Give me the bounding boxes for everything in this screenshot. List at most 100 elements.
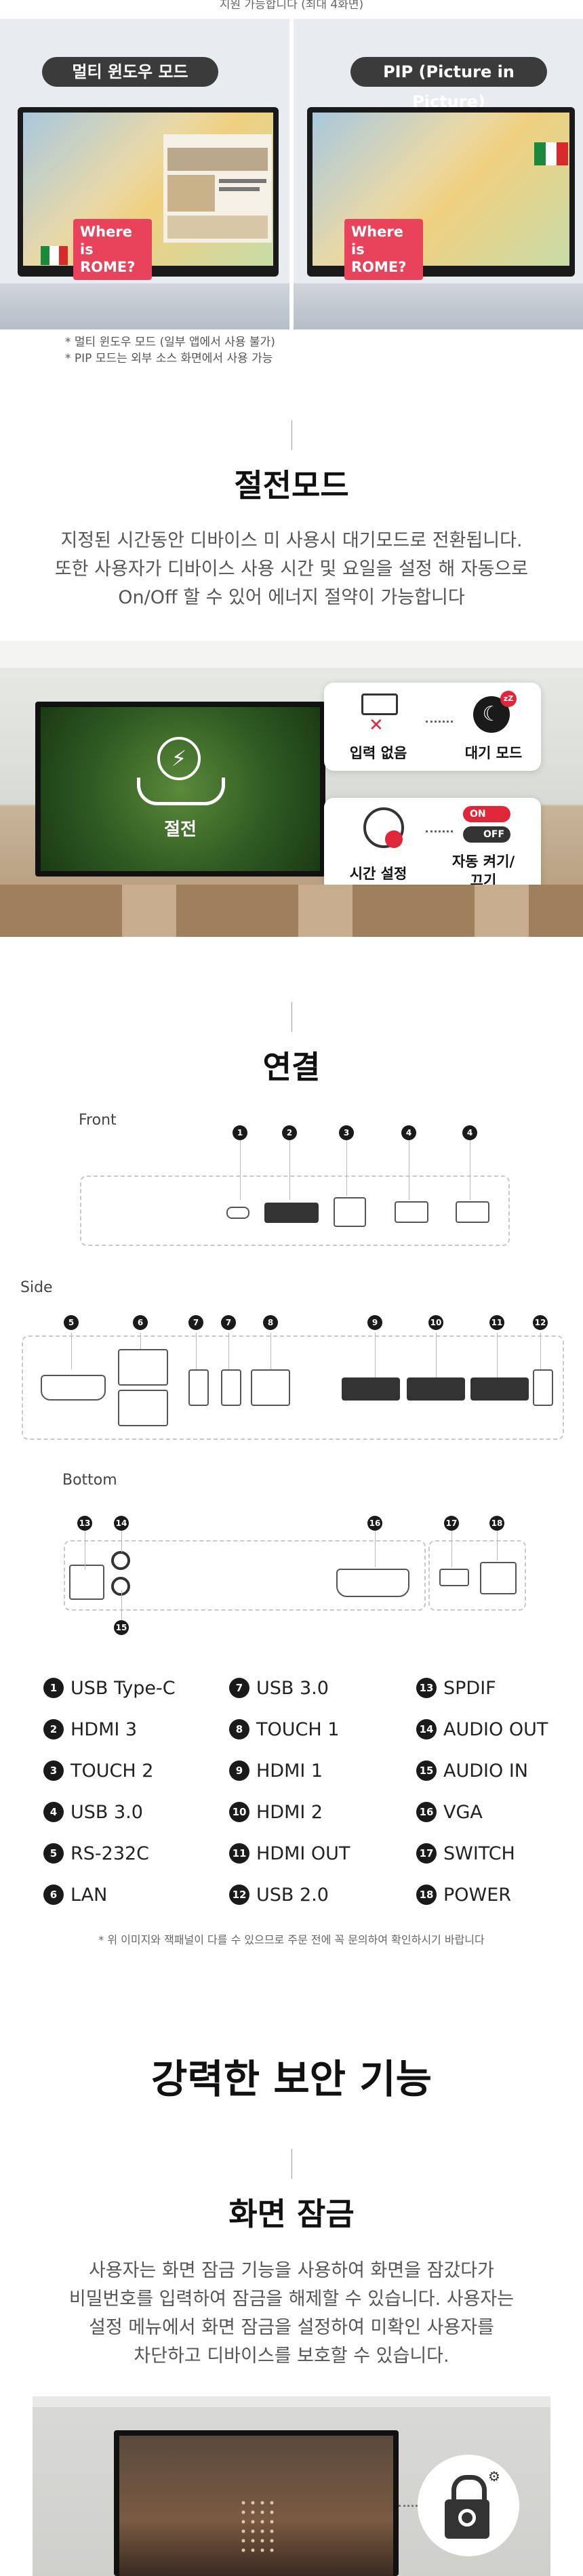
off-label: OFF bbox=[483, 829, 505, 840]
legend-label: TOUCH 2 bbox=[71, 1760, 154, 1782]
tv-frame: Where is ROME? bbox=[18, 107, 279, 280]
usb-a-port bbox=[395, 1201, 428, 1223]
legend-item: 12 USB 2.0 bbox=[229, 1881, 371, 1908]
connection-note: * 위 이미지와 잭패널이 다를 수 있으므로 주문 전에 꼭 문의하여 확인하… bbox=[98, 1933, 485, 1946]
legend-label: USB 3.0 bbox=[256, 1677, 329, 1699]
zz-badge-icon: zZ bbox=[500, 691, 517, 707]
multiwindow-note-2: * PIP 모드는 외부 소스 화면에서 사용 가능 bbox=[65, 352, 273, 365]
legend-number: 9 bbox=[229, 1760, 249, 1781]
screen-lock-desc-1: 사용자는 화면 잠금 기능을 사용하여 화면을 잠갔다가 bbox=[89, 2260, 494, 2281]
port-number: 7 bbox=[188, 1315, 203, 1330]
gear-icon bbox=[385, 830, 403, 848]
hands-icon bbox=[137, 778, 225, 805]
port-number: 1 bbox=[233, 1125, 247, 1140]
legend-item: 9 HDMI 1 bbox=[229, 1757, 371, 1784]
port-number: 17 bbox=[444, 1516, 459, 1531]
screen-lock-image: ⚙ bbox=[33, 2396, 550, 2576]
leader-line bbox=[346, 1139, 347, 1196]
legend-number: 15 bbox=[416, 1760, 437, 1781]
side-window bbox=[163, 134, 272, 243]
no-input-icon bbox=[361, 693, 398, 715]
desks bbox=[294, 283, 583, 329]
rs232c-port bbox=[41, 1375, 106, 1401]
legend-number: 11 bbox=[229, 1843, 249, 1864]
ceiling bbox=[0, 641, 583, 668]
pip-image: PIP (Picture in Picture) Where is ROME? bbox=[294, 19, 583, 329]
legend-number: 12 bbox=[229, 1885, 249, 1905]
classroom-image: ⚡ 절전 ✕ 입력 없음 ☾ zZ 대기 모드 시간 설정 ON OFF 자동 … bbox=[0, 641, 583, 937]
legend-label: LAN bbox=[71, 1884, 108, 1906]
leader-line bbox=[289, 1139, 290, 1200]
no-input-label: 입력 없음 bbox=[349, 745, 407, 761]
lan-port bbox=[118, 1390, 168, 1426]
port-number: 12 bbox=[533, 1315, 548, 1330]
port-number: 13 bbox=[77, 1516, 92, 1531]
legend-label: USB 2.0 bbox=[256, 1884, 329, 1906]
usb-a-port bbox=[456, 1201, 489, 1223]
legend-label: TOUCH 1 bbox=[256, 1718, 340, 1740]
legend-label: HDMI 3 bbox=[71, 1718, 138, 1740]
legend-label: HDMI OUT bbox=[256, 1843, 350, 1864]
power-saving-desc-3: On/Off 할 수 있어 에너지 절약이 가능합니다 bbox=[118, 587, 465, 608]
front-label: Front bbox=[79, 1112, 117, 1129]
gear-icon: ⚙ bbox=[488, 2468, 500, 2484]
legend-label: USB Type-C bbox=[71, 1677, 176, 1699]
legend-label: SPDIF bbox=[443, 1677, 496, 1699]
where-label: Where is ROME? bbox=[73, 219, 152, 280]
side-label: Side bbox=[20, 1279, 53, 1296]
screen-lock-desc-3: 설정 메뉴에서 화면 잠금을 설정하여 미확인 사용자를 bbox=[89, 2317, 494, 2338]
usb-a-port bbox=[221, 1369, 241, 1406]
leader-line bbox=[121, 1590, 122, 1620]
screen-lock-desc-4: 차단하고 디바이스를 보호할 수 있습니다. bbox=[134, 2346, 449, 2367]
port-number: 7 bbox=[221, 1315, 236, 1330]
power-panel bbox=[428, 1540, 526, 1611]
hdmi-port bbox=[342, 1377, 400, 1401]
connector-dots bbox=[426, 721, 453, 723]
connector-dots bbox=[399, 2505, 418, 2507]
leader-line bbox=[240, 1139, 241, 1200]
port-number: 2 bbox=[282, 1125, 297, 1140]
bottom-panel bbox=[64, 1540, 426, 1611]
leader-line bbox=[451, 1529, 452, 1567]
leader-line bbox=[375, 1529, 376, 1567]
top-caption-strip: 지원 가능합니다 (최대 4화면) bbox=[0, 0, 583, 19]
multiwindow-image: 멀티 윈도우 모드 Where is ROME? bbox=[0, 19, 289, 329]
legend-label: HDMI 1 bbox=[256, 1760, 323, 1782]
front-panel bbox=[80, 1175, 510, 1246]
bottom-label: Bottom bbox=[62, 1472, 117, 1489]
tv-frame: Where is ROME? bbox=[307, 107, 575, 280]
legend-number: 16 bbox=[416, 1802, 437, 1822]
x-icon: ✕ bbox=[369, 715, 384, 736]
ceiling bbox=[33, 2396, 550, 2407]
legend-label: USB 3.0 bbox=[71, 1801, 143, 1823]
display-board: ⚡ 절전 bbox=[35, 702, 325, 877]
connection-title: 연결 bbox=[262, 1049, 321, 1085]
legend-label: AUDIO OUT bbox=[443, 1718, 548, 1740]
screen-lock-title: 화면 잠금 bbox=[228, 2196, 355, 2232]
spdif-port bbox=[69, 1565, 104, 1600]
hdmi-port bbox=[470, 1377, 529, 1401]
usb-b-port bbox=[251, 1369, 290, 1406]
legend-label: POWER bbox=[443, 1884, 512, 1906]
leader-line bbox=[228, 1333, 229, 1369]
display-board bbox=[114, 2430, 399, 2576]
vga-port bbox=[336, 1569, 409, 1597]
off-toggle: OFF bbox=[463, 826, 510, 843]
port-number: 16 bbox=[367, 1516, 382, 1531]
port-number: 6 bbox=[133, 1315, 148, 1330]
port-number: 8 bbox=[263, 1315, 278, 1330]
forest-screen bbox=[41, 707, 320, 871]
keypad-icon bbox=[239, 2498, 277, 2552]
legend-label: AUDIO IN bbox=[443, 1760, 528, 1782]
multiwindow-note-1: * 멀티 윈도우 모드 (일부 앱에서 사용 불가) bbox=[65, 336, 275, 349]
